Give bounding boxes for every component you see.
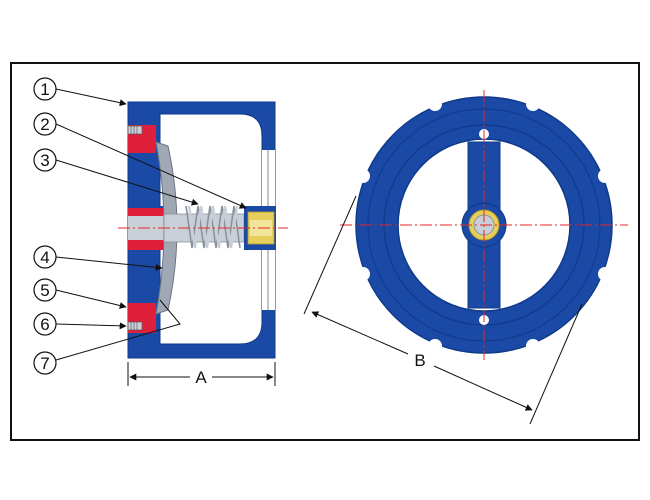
side-section-view: A <box>118 101 288 387</box>
dim-b-line-2 <box>433 365 533 411</box>
callout-1-label: 1 <box>40 80 49 99</box>
dim-b-ext-2 <box>529 303 583 425</box>
callouts: 1 2 3 4 5 6 7 <box>33 77 247 375</box>
leader-6 <box>55 322 127 330</box>
dimension-b-label: B <box>414 351 425 370</box>
screw-upper <box>127 125 143 135</box>
leader-4 <box>55 256 163 271</box>
leader-5 <box>55 289 127 309</box>
leader-7 <box>55 299 181 361</box>
callout-7-label: 7 <box>40 354 49 373</box>
rim-notches <box>356 97 612 353</box>
callout-7-circle <box>33 351 57 375</box>
leader-3 <box>55 159 199 206</box>
dim-b-line-1 <box>311 311 409 355</box>
dim-b-ext-1 <box>303 195 357 315</box>
spring <box>185 205 241 249</box>
dimension-a-label: A <box>195 368 207 387</box>
leader-2 <box>55 123 247 209</box>
callout-4-label: 4 <box>40 248 49 267</box>
front-view: B <box>303 90 628 425</box>
callout-3-label: 3 <box>40 151 49 170</box>
callout-5-label: 5 <box>40 281 49 300</box>
leader-1 <box>55 88 127 107</box>
callout-6-label: 6 <box>40 315 49 334</box>
callout-2-label: 2 <box>40 115 49 134</box>
screw-lower <box>127 321 143 331</box>
